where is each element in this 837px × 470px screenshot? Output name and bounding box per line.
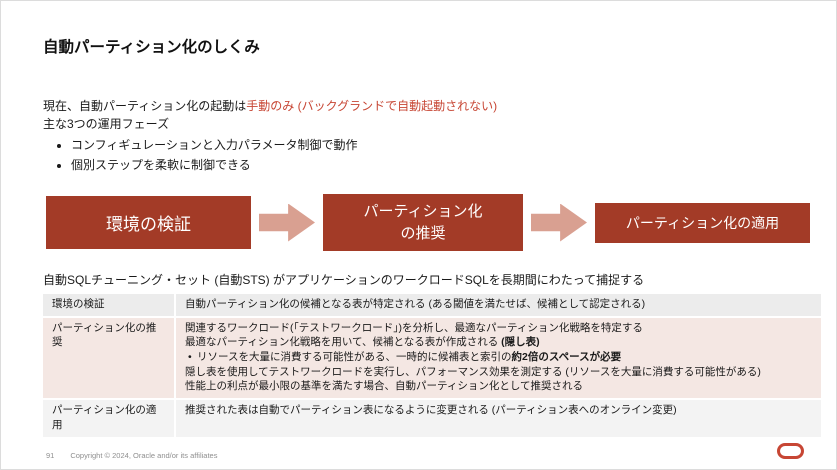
page-number: 91 bbox=[46, 451, 55, 460]
bullet-list: コンフィギュレーションと入力パラメータ制御で動作 個別ステップを柔軟に制御できる bbox=[43, 137, 836, 174]
flow-box-label: パーティション化の適用 bbox=[625, 214, 780, 231]
slide-footer: 91 Copyright © 2024, Oracle and/or its af… bbox=[46, 451, 217, 460]
table-row: パーティション化の適用 推奨された表は自動でパーティション表になるように変更され… bbox=[43, 399, 821, 438]
description-bold: 約2倍のスペースが必要 bbox=[511, 351, 622, 364]
description-text: 最適なパーティション化戦略を用いて、候補となる表が作成される bbox=[185, 336, 502, 349]
bullet-text: 個別ステップを柔軟に制御できる bbox=[71, 158, 251, 172]
phase-description: 推奨された表は自動でパーティション表になるように変更される (パーティション表へ… bbox=[185, 404, 677, 417]
table-caption: 自動SQLチューニング・セット (自動STS) がアプリケーションのワークロード… bbox=[43, 273, 645, 287]
intro-line-2: 主な3つの運用フェーズ bbox=[43, 117, 170, 131]
arrow-right-icon bbox=[531, 203, 587, 242]
phase-flow: 環境の検証 パーティション化 の推奨 パーティション化の適用 bbox=[46, 194, 836, 251]
description-line: 隠し表を使用してテストワークロードを実行し、パフォーマンス効果を測定する (リソ… bbox=[185, 365, 761, 378]
intro-line-1-red: 手動のみ (バックグランドで自動起動されない) bbox=[246, 99, 498, 113]
intro-line-1-normal: 現在、自動パーティション化の起動は bbox=[43, 99, 247, 113]
description-bold: (隠し表) bbox=[501, 336, 540, 349]
phase-label: パーティション化の適用 bbox=[43, 399, 176, 438]
list-item: 個別ステップを柔軟に制御できる bbox=[71, 157, 836, 174]
phase-label: 環境の検証 bbox=[43, 294, 176, 317]
bullet-text: コンフィギュレーションと入力パラメータ制御で動作 bbox=[71, 138, 358, 152]
intro-block: 現在、自動パーティション化の起動は手動のみ (バックグランドで自動起動されない)… bbox=[43, 97, 836, 174]
phase-description: 関連するワークロード(「テストワークロード」)を分析し、最適なパーティション化戦… bbox=[175, 317, 821, 399]
description-line: 最適なパーティション化戦略を用いて、候補となる表が作成される (隠し表) bbox=[185, 335, 812, 350]
description-line: 関連するワークロード(「テストワークロード」)を分析し、最適なパーティション化戦… bbox=[185, 321, 643, 334]
flow-box-partition-apply: パーティション化の適用 bbox=[595, 202, 810, 243]
flow-box-label: パーティション化 の推奨 bbox=[363, 202, 483, 242]
list-item: コンフィギュレーションと入力パラメータ制御で動作 bbox=[71, 137, 836, 154]
description-text: リソースを大量に消費する可能性がある、一時的に候補表と索引の bbox=[197, 351, 512, 364]
flow-box-label: 環境の検証 bbox=[106, 215, 191, 234]
description-line: 性能上の利点が最小限の基準を満たす場合、自動パーティション化として推奨される bbox=[185, 380, 584, 393]
description-line: • リソースを大量に消費する可能性がある、一時的に候補表と索引の約2倍のスペースが… bbox=[185, 350, 812, 365]
table-row: 環境の検証 自動パーティション化の候補となる表が特定される (ある閾値を満たせば… bbox=[43, 294, 821, 317]
phase-table: 環境の検証 自動パーティション化の候補となる表が特定される (ある閾値を満たせば… bbox=[43, 294, 821, 439]
oracle-logo-icon bbox=[777, 443, 804, 459]
intro-line-1: 現在、自動パーティション化の起動は手動のみ (バックグランドで自動起動されない) bbox=[43, 97, 836, 115]
phase-label: パーティション化の推奨 bbox=[43, 316, 176, 400]
table-row: パーティション化の推奨 関連するワークロード(「テストワークロード」)を分析し、… bbox=[43, 316, 821, 400]
arrow-right-icon bbox=[259, 203, 315, 242]
sub-bullet-icon: • bbox=[188, 351, 192, 364]
page-title: 自動パーティション化のしくみ bbox=[43, 39, 260, 56]
copyright-text: Copyright © 2024, Oracle and/or its affi… bbox=[70, 451, 218, 460]
flow-box-partition-recommendation: パーティション化 の推奨 bbox=[323, 194, 523, 251]
phase-description: 自動パーティション化の候補となる表が特定される (ある閾値を満たせば、候補として… bbox=[185, 298, 646, 310]
flow-box-environment-check: 環境の検証 bbox=[46, 196, 251, 249]
